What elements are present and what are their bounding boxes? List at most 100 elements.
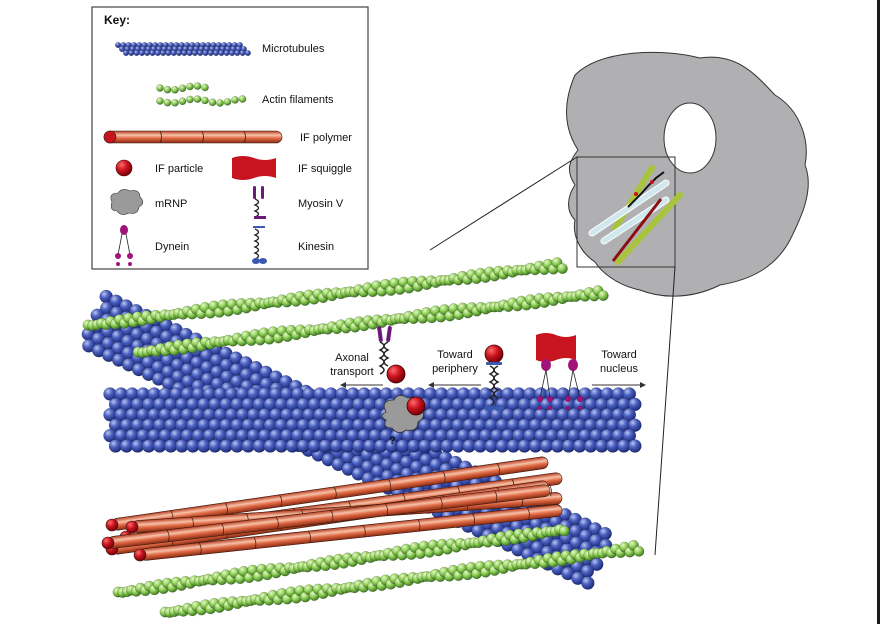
key-item-myosin-v: Myosin V [253, 186, 344, 219]
tubulin-subunit [160, 50, 167, 57]
dynein-foot [576, 395, 584, 403]
image-border [877, 0, 880, 624]
actin-monomer [178, 84, 187, 93]
actin-monomer [216, 99, 224, 107]
inset-filaments [588, 165, 683, 265]
nucleus-label-line1: Toward [601, 349, 636, 361]
tubulin-subunit [628, 397, 642, 412]
kinesin-icon [252, 226, 267, 264]
tubulin-subunit [223, 50, 230, 57]
actin-filament [159, 539, 645, 618]
actin-filament [132, 285, 609, 358]
cell-overview [429, 51, 809, 556]
zoom-inset-box [576, 156, 676, 268]
periphery-label-line1: Toward [437, 349, 472, 361]
if-polymer-rod [101, 483, 552, 550]
key-title: Key: [104, 13, 130, 27]
actin-monomer [201, 96, 209, 105]
myosin-head-icon [386, 326, 392, 342]
if-polymer-icon [103, 130, 283, 144]
kinesin-head-icon [494, 405, 504, 411]
myosin-v-icon [253, 186, 266, 219]
microtubule-icon [114, 42, 251, 57]
key-item-kinesin: Kinesin [252, 226, 334, 264]
dynein-icon [564, 359, 584, 411]
tubulin-subunit [170, 50, 177, 57]
key-item-if-squiggle: IF squiggle [232, 156, 352, 180]
key-item-if-particle: IF particle [115, 159, 203, 177]
axonal-label-line2: transport [330, 366, 373, 378]
tubulin-subunit [207, 50, 214, 57]
key-item-actin: Actin filaments [156, 82, 334, 107]
actin-filaments [82, 257, 645, 618]
actin-filament [82, 257, 568, 331]
tubulin-subunit [128, 50, 135, 57]
actin-monomer [238, 95, 247, 103]
key-label: IF squiggle [298, 163, 352, 175]
periphery-label-line2: periphery [432, 363, 478, 375]
tubulin-subunit [202, 50, 209, 57]
tubulin-subunit [186, 50, 193, 57]
actin-monomer [171, 99, 179, 107]
tubulin-subunit [622, 408, 637, 422]
myosin-v-with-if-particle [377, 326, 406, 384]
actin-monomer [193, 95, 202, 103]
if-rod-end [101, 536, 115, 550]
cell-nucleus [663, 102, 717, 174]
actin-monomer [558, 525, 570, 537]
actin-monomer [156, 97, 164, 105]
tubulin-subunit [175, 50, 182, 57]
tubulin-subunit [197, 50, 204, 57]
tubulin-subunit [133, 50, 140, 57]
dynein-foot [537, 405, 543, 411]
tubulin-subunit [628, 418, 642, 432]
actin-monomer [163, 85, 172, 94]
myosin-head-icon [377, 326, 383, 342]
dynein-icon [115, 225, 133, 266]
actin-monomer [186, 95, 194, 104]
if-particle-icon [484, 344, 504, 364]
tubulin-subunit [228, 50, 235, 57]
tubulin-subunit [149, 50, 156, 57]
unknown-mechanism-mark: ? [389, 435, 396, 447]
key-label: Kinesin [298, 241, 334, 253]
zoom-line-lower [654, 266, 676, 556]
actin-monomer [186, 82, 194, 91]
tubulin-subunit [144, 50, 151, 57]
actin-filament [112, 524, 570, 598]
key-item-if-polymer: IF polymer [103, 130, 352, 144]
dynein-icon [536, 359, 554, 411]
key-item-mrnp: mRNP [110, 189, 187, 215]
key-item-dynein: Dynein [115, 225, 189, 266]
if-particle-icon [406, 396, 426, 416]
if-polymer-rod [133, 504, 563, 562]
zoom-line-upper [429, 156, 578, 251]
tubulin-subunit [181, 50, 188, 57]
tubulin-subunit [622, 428, 637, 443]
dynein-foot [536, 395, 544, 403]
tubulin-subunit [622, 387, 637, 401]
actin-monomer [163, 98, 172, 107]
actin-monomer [633, 545, 645, 557]
actin-monomer [201, 83, 209, 92]
tubulin-subunit [234, 50, 241, 57]
if-rod-end [133, 548, 147, 562]
tubulin-subunit [154, 50, 161, 57]
actin-monomer [178, 97, 187, 106]
if-rod-end [105, 518, 119, 532]
key-label: Microtubules [262, 43, 325, 55]
if-polymer-bundle [101, 456, 563, 562]
if-particle-icon [115, 159, 133, 177]
actin-filament-icon [156, 82, 247, 107]
tubulin-subunit [165, 50, 172, 57]
actin-monomer [208, 98, 217, 107]
key-label: IF particle [155, 163, 203, 175]
cell-body [566, 51, 809, 297]
tubulin-subunit [244, 50, 251, 57]
dynein-foot [577, 405, 583, 411]
actin-monomer [223, 98, 232, 106]
annotation-toward-periphery: Toward periphery [428, 349, 481, 388]
key-label: Actin filaments [262, 94, 334, 106]
tubulin-subunit [191, 50, 198, 57]
